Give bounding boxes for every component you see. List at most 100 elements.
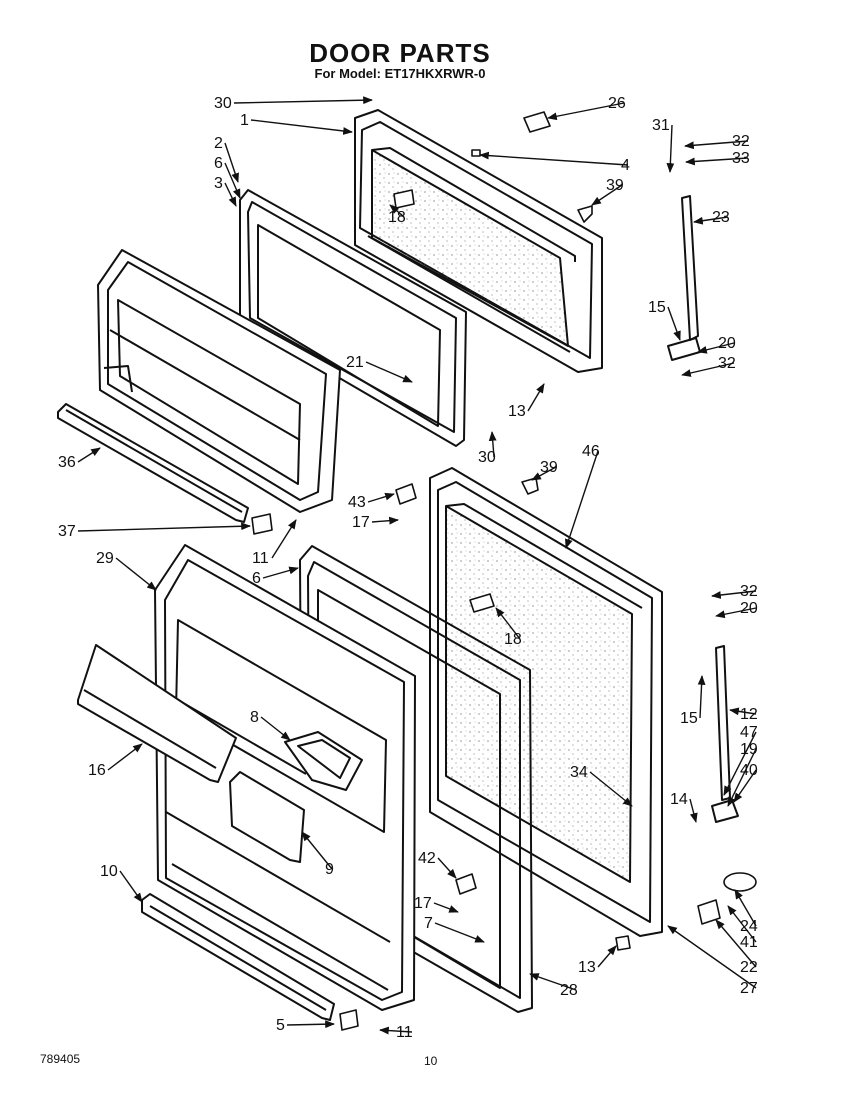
leader-line-30 <box>488 431 497 458</box>
fresh-food-door-outer-panel <box>429 467 663 937</box>
hinge-arm-23 <box>667 195 701 361</box>
callout-20: 20 <box>718 335 736 352</box>
leader-line-28 <box>529 973 577 991</box>
leader-line-33 <box>685 157 749 166</box>
leader-line-29 <box>115 557 157 591</box>
callout-31: 31 <box>652 117 670 134</box>
leader-line-39 <box>531 466 557 481</box>
leader-line-32 <box>684 140 749 150</box>
leader-line-2 <box>224 142 239 183</box>
callout-1: 1 <box>240 112 249 129</box>
door-shelf-16 <box>77 644 237 783</box>
callout-24: 24 <box>740 918 758 935</box>
callout-32: 32 <box>740 583 758 600</box>
callout-14: 14 <box>670 791 688 808</box>
callout-19: 19 <box>740 741 758 758</box>
leader-line-41 <box>727 905 757 943</box>
callout-6: 6 <box>214 155 223 172</box>
dairy-compartment-8 <box>284 731 363 791</box>
leader-line-19 <box>727 748 757 807</box>
leader-line-11 <box>379 1026 413 1035</box>
leader-line-17 <box>433 902 459 913</box>
leader-line-11 <box>271 519 297 559</box>
callout-12: 12 <box>740 706 758 723</box>
callout-34: 34 <box>570 764 588 781</box>
callout-13: 13 <box>578 959 596 976</box>
leader-line-39 <box>591 184 623 206</box>
leader-line-21 <box>365 361 413 383</box>
callout-23: 23 <box>712 209 730 226</box>
leader-line-40 <box>733 769 757 803</box>
callout-8: 8 <box>250 709 259 726</box>
callout-41: 41 <box>740 934 758 951</box>
callout-37: 37 <box>58 523 76 540</box>
leader-line-13 <box>527 383 545 412</box>
leader-line-8 <box>260 716 291 741</box>
callout-43: 43 <box>348 494 366 511</box>
leader-line-47 <box>723 731 757 796</box>
callout-17: 17 <box>352 514 370 531</box>
callout-16: 16 <box>88 762 106 779</box>
callout-20: 20 <box>740 600 758 617</box>
callout-9: 9 <box>325 861 334 878</box>
small-hardware <box>251 111 757 1031</box>
leader-line-36 <box>77 447 101 463</box>
fresh-food-door-liner <box>154 544 416 1011</box>
leader-line-13 <box>597 945 617 968</box>
callout-18: 18 <box>504 631 522 648</box>
leader-line-24 <box>734 889 757 927</box>
leader-line-4 <box>479 151 629 166</box>
callout-30: 30 <box>214 95 232 112</box>
leader-line-18 <box>495 607 521 640</box>
callout-39: 39 <box>606 177 624 194</box>
leader-line-17 <box>371 516 399 525</box>
leader-line-7 <box>434 922 485 943</box>
callout-5: 5 <box>276 1017 285 1034</box>
callout-42: 42 <box>418 850 436 867</box>
callout-11: 11 <box>396 1024 413 1041</box>
callout-11: 11 <box>252 550 269 567</box>
leader-line-20 <box>715 607 757 619</box>
callout-4: 4 <box>621 157 630 174</box>
door-shelf-10 <box>141 893 335 1021</box>
callout-7: 7 <box>424 915 433 932</box>
callout-47: 47 <box>740 724 758 741</box>
callout-32: 32 <box>718 355 736 372</box>
leader-line-31 <box>666 124 675 173</box>
leader-line-30 <box>233 96 373 105</box>
leader-line-16 <box>107 743 143 771</box>
leader-line-37 <box>77 522 251 532</box>
callout-36: 36 <box>58 454 76 471</box>
door-shelf-36 <box>57 403 249 523</box>
callout-22: 22 <box>740 959 758 976</box>
callout-15: 15 <box>680 710 698 727</box>
callout-26: 26 <box>608 95 626 112</box>
page-title: DOOR PARTS <box>309 38 491 68</box>
callout-28: 28 <box>560 982 578 999</box>
leader-line-6 <box>262 566 299 579</box>
leader-line-18 <box>389 204 405 218</box>
leader-line-43 <box>367 492 395 503</box>
callout-10: 10 <box>100 863 118 880</box>
callout-40: 40 <box>740 762 758 779</box>
leader-line-42 <box>437 857 457 879</box>
callout-18: 18 <box>388 209 406 226</box>
freezer-door-liner <box>97 249 341 513</box>
page-number: 10 <box>424 1054 438 1068</box>
callout-27: 27 <box>740 980 758 997</box>
leader-line-6 <box>224 162 241 199</box>
leader-line-32 <box>711 590 757 599</box>
door-bin-9 <box>229 771 305 863</box>
freezer-door-outer-panel <box>354 109 603 373</box>
leader-line-20 <box>697 342 735 354</box>
leader-line-9 <box>301 831 333 870</box>
callout-32: 32 <box>732 133 750 150</box>
callout-21: 21 <box>346 354 364 371</box>
leader-line-15 <box>667 306 681 341</box>
callout-15: 15 <box>648 299 666 316</box>
model-subtitle: For Model: ET17HKXRWR-0 <box>314 66 486 81</box>
callout-2: 2 <box>214 135 223 152</box>
leader-line-22 <box>715 919 757 968</box>
